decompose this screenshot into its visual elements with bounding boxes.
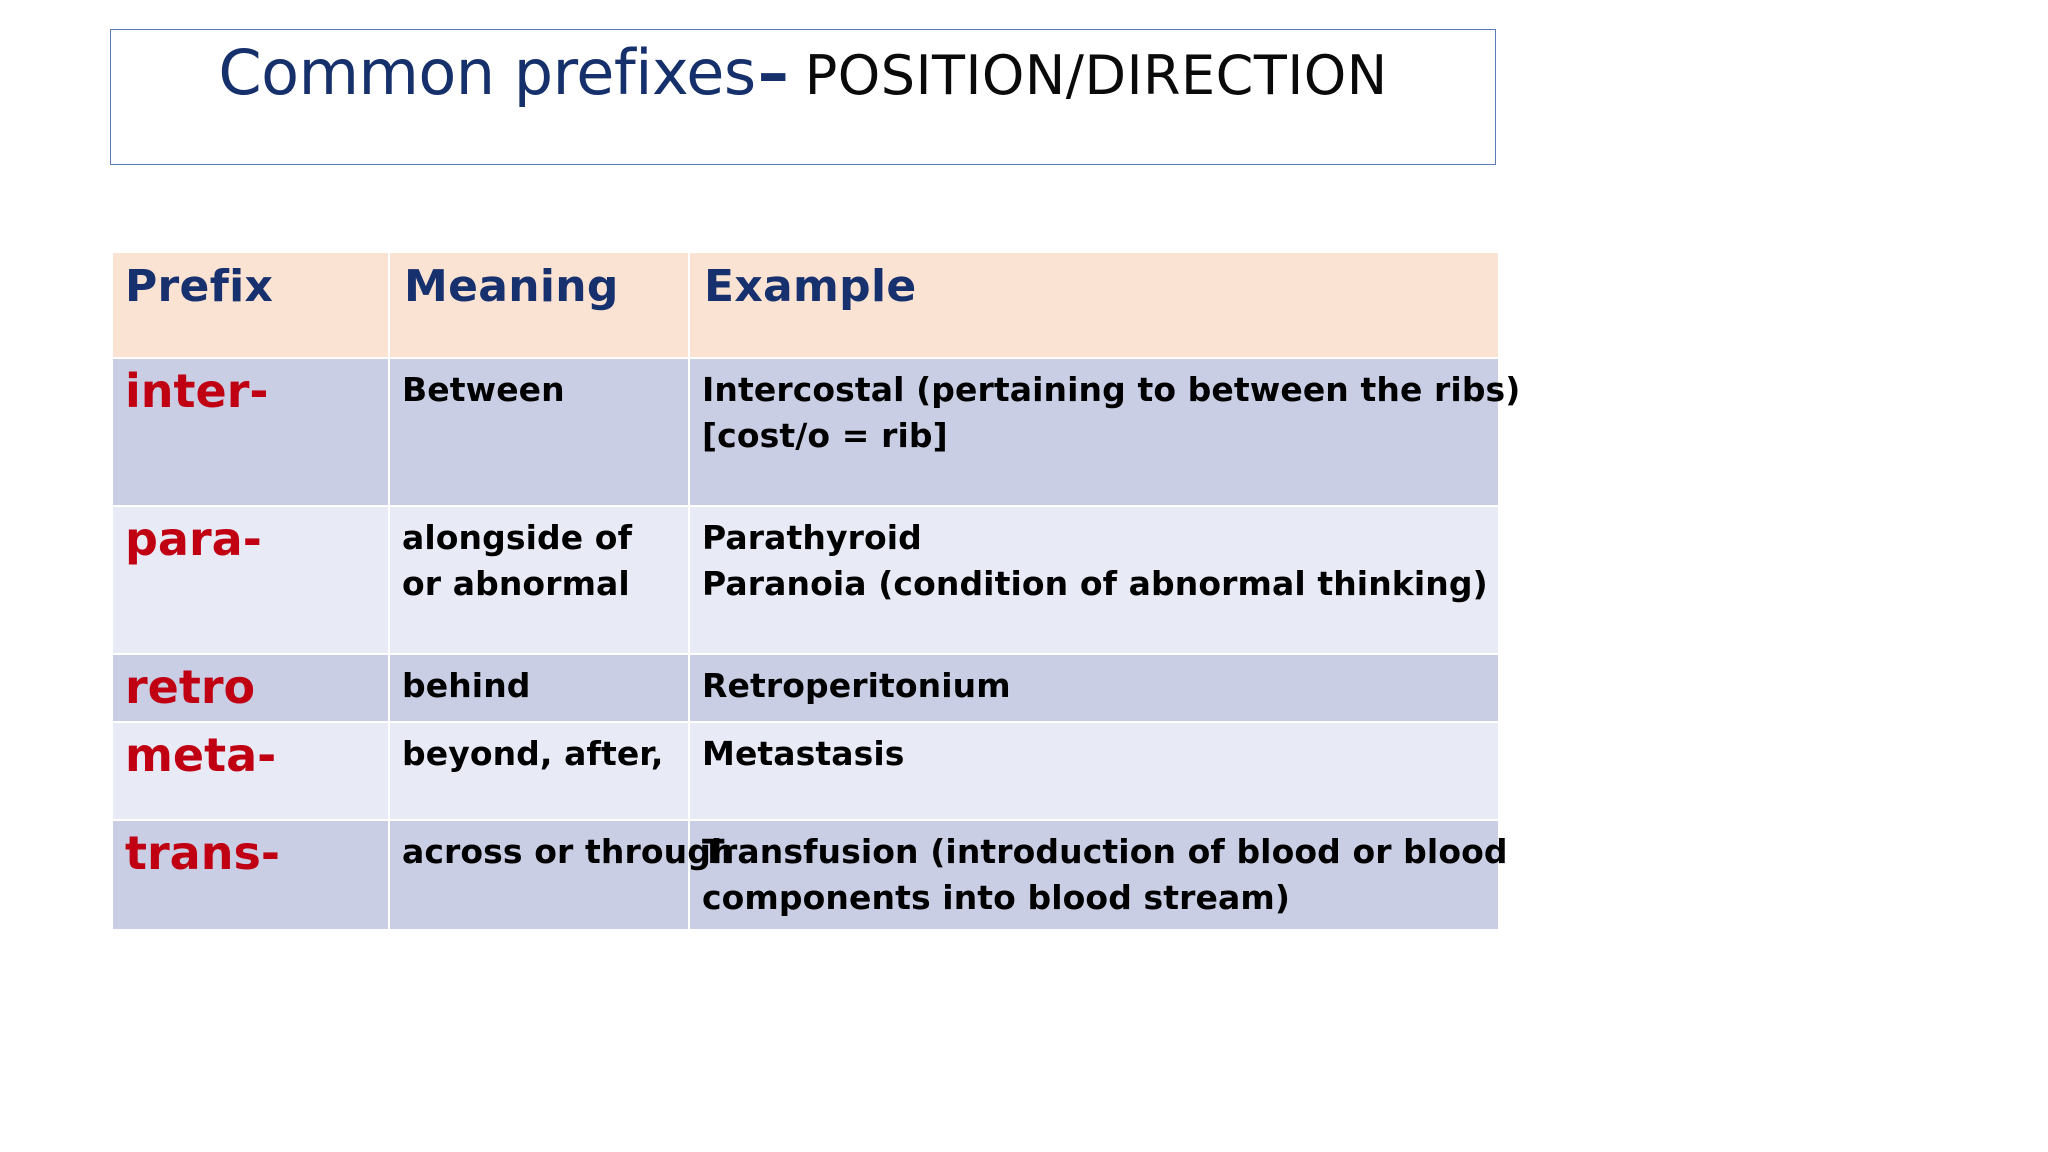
cell-prefix: meta- — [113, 722, 390, 821]
table-header-row: Prefix Meaning Example — [113, 253, 1498, 359]
title-dash: – — [757, 36, 789, 109]
table-header: Prefix Meaning Example — [113, 253, 1498, 359]
example-text: Retroperitonium — [702, 663, 1488, 709]
example-line: Retroperitonium — [702, 666, 1011, 705]
cell-example: Metastasis — [689, 722, 1498, 821]
prefix-term: inter- — [125, 364, 269, 418]
cell-prefix: retro — [113, 654, 390, 723]
cell-meaning: Between — [389, 358, 690, 507]
cell-prefix: inter- — [113, 358, 390, 507]
cell-meaning: beyond, after, — [389, 722, 690, 821]
prefix-term: trans- — [125, 826, 280, 880]
table-row: retro behind Retroperitonium — [113, 654, 1498, 723]
meaning-line: alongside of — [402, 518, 633, 557]
slide-title: Common prefixes–POSITION/DIRECTION — [111, 36, 1495, 109]
prefix-term: meta- — [125, 728, 277, 782]
meaning-line: or abnormal — [402, 563, 630, 603]
cell-meaning: across or through — [389, 820, 735, 931]
cell-example: Retroperitonium — [689, 654, 1498, 723]
column-header-example-label: Example — [704, 261, 917, 312]
table-row: inter- Between Intercostal (pertaining t… — [113, 358, 1521, 507]
prefix-term: retro — [125, 660, 256, 714]
column-header-example: Example — [689, 253, 1498, 359]
column-header-meaning: Meaning — [389, 253, 690, 359]
table-row: meta- beyond, after, Metastasis — [113, 722, 1498, 821]
example-text: Transfusion (introduction of blood or bl… — [702, 829, 1508, 920]
cell-example: Parathyroid Paranoia (condition of abnor… — [689, 506, 1498, 655]
title-main-text: Common prefixes — [218, 36, 756, 109]
example-line: Paranoia (condition of abnormal thinking… — [702, 563, 1488, 603]
column-header-prefix-label: Prefix — [125, 261, 274, 312]
table-row: trans- across or through Transfusion (in… — [113, 820, 1508, 931]
meaning-line: beyond, after, — [402, 734, 664, 773]
example-text: Metastasis — [702, 731, 1488, 777]
example-text: Parathyroid Paranoia (condition of abnor… — [702, 515, 1488, 606]
table-body: inter- Between Intercostal (pertaining t… — [113, 358, 1521, 931]
column-header-prefix: Prefix — [113, 253, 390, 359]
meaning-text: behind — [402, 663, 678, 709]
meaning-text: alongside of or abnormal — [402, 515, 678, 606]
cell-prefix: trans- — [113, 820, 390, 931]
slide-title-box: Common prefixes–POSITION/DIRECTION — [110, 29, 1496, 165]
table-row: para- alongside of or abnormal Parathyro… — [113, 506, 1498, 655]
title-subtitle-text: POSITION/DIRECTION — [804, 44, 1388, 107]
example-line: Parathyroid — [702, 518, 922, 557]
meaning-line: behind — [402, 666, 531, 705]
example-line: Intercostal (pertaining to between the r… — [702, 370, 1521, 409]
example-line: Metastasis — [702, 734, 905, 773]
meaning-line: Between — [402, 370, 565, 409]
meaning-text: beyond, after, — [402, 731, 678, 777]
example-line: Transfusion (introduction of blood or bl… — [702, 832, 1508, 871]
cell-example: Intercostal (pertaining to between the r… — [689, 358, 1521, 507]
cell-example: Transfusion (introduction of blood or bl… — [689, 820, 1508, 931]
prefix-table: Prefix Meaning Example inter- Between — [113, 253, 1521, 931]
cell-meaning: alongside of or abnormal — [389, 506, 690, 655]
cell-prefix: para- — [113, 506, 390, 655]
example-line: components into blood stream) — [702, 877, 1291, 917]
column-header-meaning-label: Meaning — [404, 261, 619, 312]
meaning-text: across or through — [402, 829, 735, 875]
cell-meaning: behind — [389, 654, 690, 723]
example-text: Intercostal (pertaining to between the r… — [702, 367, 1521, 458]
prefix-term: para- — [125, 512, 262, 566]
meaning-text: Between — [402, 367, 678, 413]
meaning-line: across or through — [402, 832, 735, 871]
example-line: [cost/o = rib] — [702, 415, 948, 455]
